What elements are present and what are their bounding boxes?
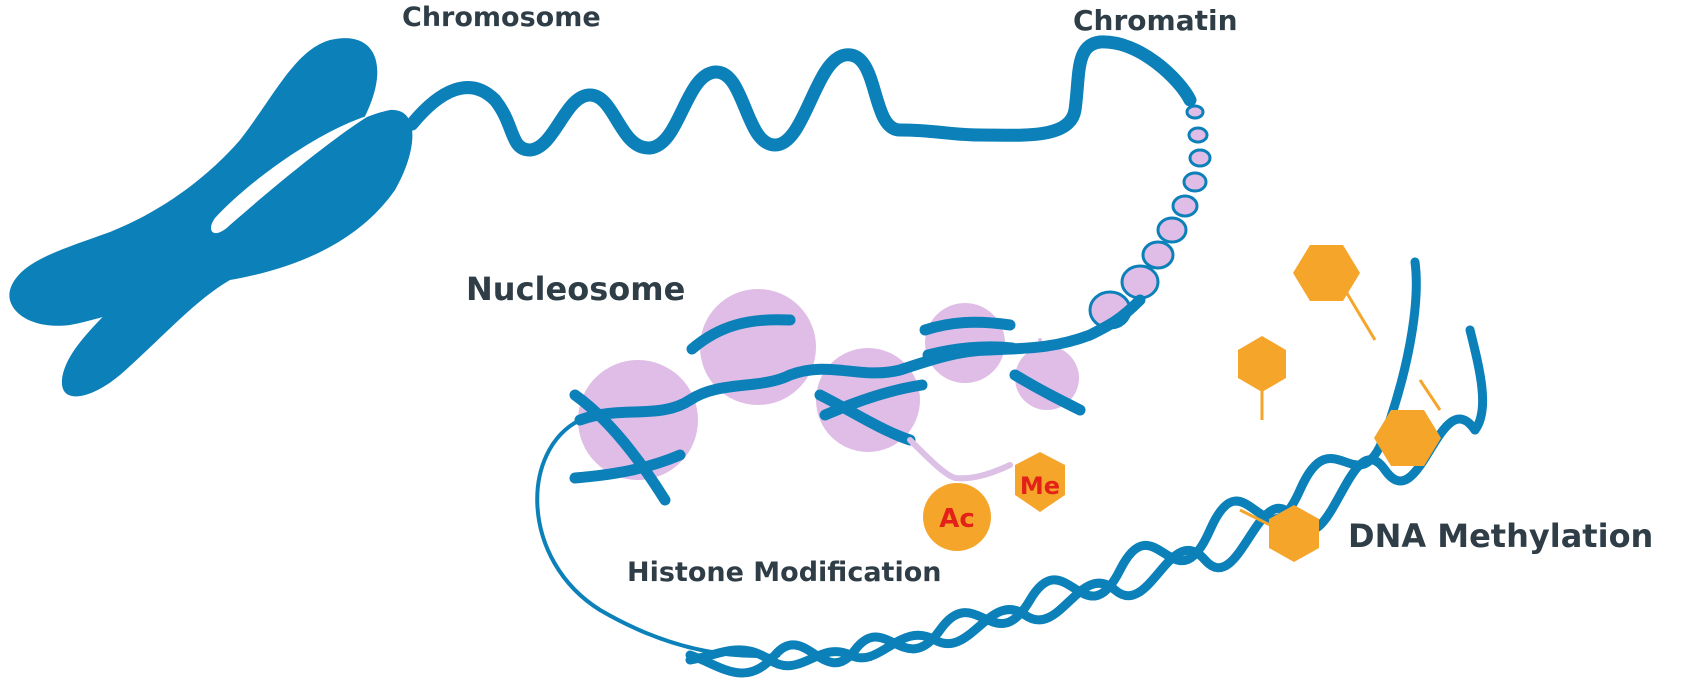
- nucleosome: [1015, 346, 1079, 410]
- methyl-hexagon: [1374, 410, 1441, 466]
- dna-double-helix: [685, 257, 1488, 678]
- acetyl-mark: Ac: [923, 483, 991, 551]
- methyl-hexagon: [1238, 336, 1286, 392]
- methyl-groups: [1238, 245, 1442, 562]
- chromosome-chromatid-upper: [9, 38, 378, 326]
- methyl-mark: Me: [1015, 452, 1065, 512]
- histone-tail: [907, 437, 1013, 482]
- nucleosome: [578, 360, 698, 480]
- label-dna-methylation: DNA Methylation: [1348, 517, 1653, 555]
- chromosome-chromatid-lower: [61, 109, 413, 397]
- label-nucleosome: Nucleosome: [466, 270, 685, 308]
- methyl-hexagon: [1293, 245, 1360, 301]
- label-histone-modification: Histone Modification: [627, 557, 941, 588]
- nucleosomes: [578, 289, 1079, 480]
- acetyl-label: Ac: [939, 504, 975, 534]
- chromosome: [9, 38, 413, 397]
- nucleosome-dna: [569, 294, 1146, 506]
- label-chromosome: Chromosome: [402, 2, 601, 33]
- chromatin-beads: [1088, 104, 1212, 330]
- methyl-hexagon: [1269, 505, 1319, 562]
- methyl-label: Me: [1020, 472, 1060, 500]
- label-chromatin: Chromatin: [1073, 4, 1238, 37]
- chromosome-gap: [210, 115, 370, 234]
- chromatin-fiber: [405, 35, 1197, 157]
- nucleosome: [1038, 338, 1042, 342]
